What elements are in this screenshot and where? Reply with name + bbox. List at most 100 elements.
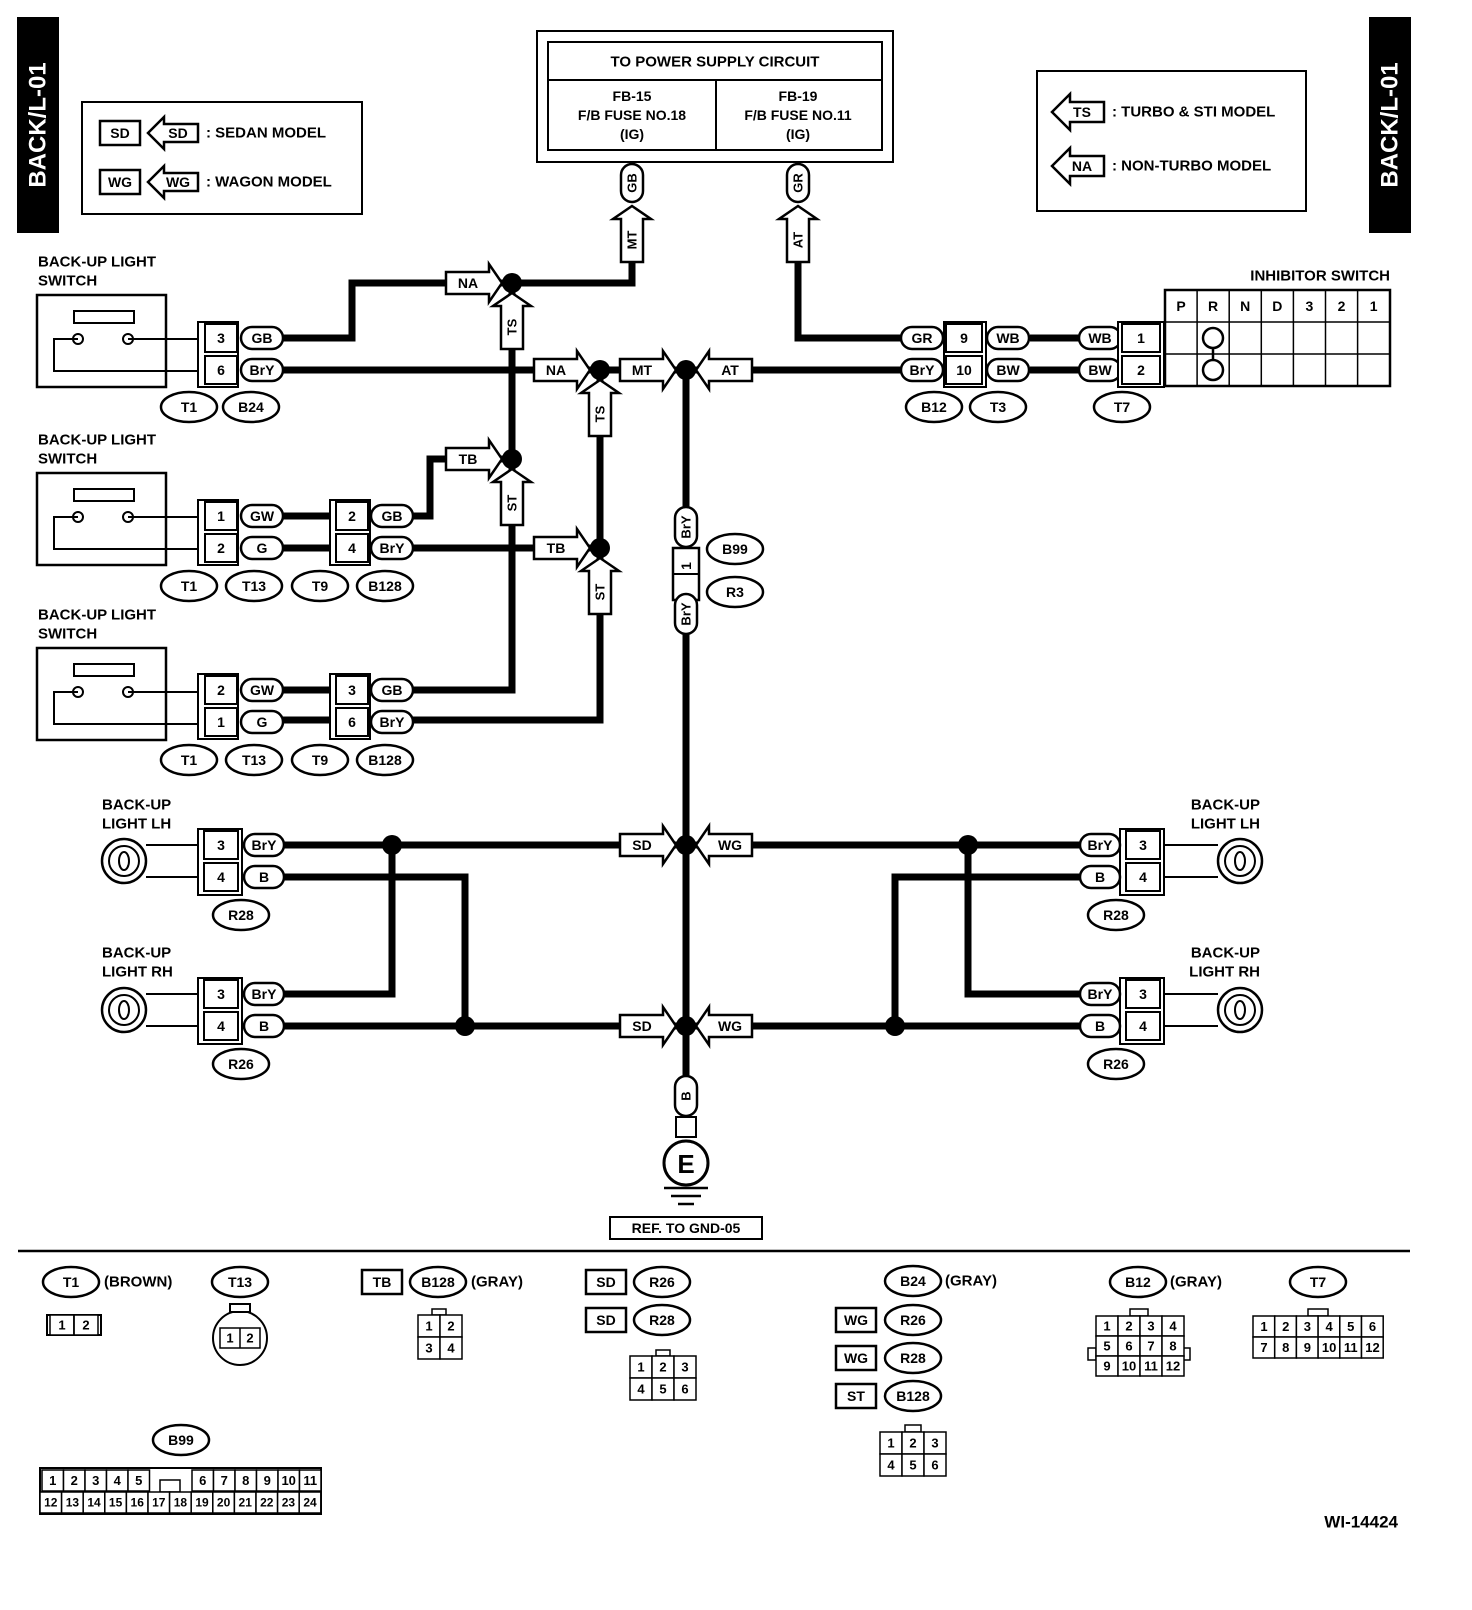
wire-color-tag [673,592,699,636]
pin-number: 6 [348,714,356,730]
junction-dot [885,1016,905,1036]
wire-color: BrY [679,515,694,538]
wire-color: BrY [252,837,278,853]
lamp-filament [1234,1000,1246,1020]
variant-arrow [532,524,592,572]
pin-number: 4 [1139,1018,1147,1034]
variant-arrow [694,821,754,869]
pin-cell [204,355,238,385]
power-supply-fuse: (IG) [786,126,810,142]
connector-id: R26 [228,1056,254,1072]
pin-cell [945,355,983,385]
side-tab-text: BACK/L-01 [25,62,52,187]
wire-color: B [259,1018,269,1034]
junction-dot [455,1016,475,1036]
wire-color: BrY [250,362,276,378]
wire-color-tag [369,677,415,703]
pin-cell [1161,1355,1185,1377]
connector-id: B24 [238,399,264,415]
connector-id-oval [705,532,765,566]
variant-code-box [98,168,142,196]
connector-id: T9 [312,578,329,594]
connector-id-oval [355,743,415,777]
pin-number: 14 [87,1496,101,1510]
wire-color: GB [252,330,273,346]
connector-id-oval [221,390,281,424]
shift-position: N [1240,298,1250,314]
connector-color: (GRAY) [471,1274,523,1291]
wire-color-tag [242,832,286,858]
connector-id-oval [224,569,284,603]
pin-number: 17 [152,1496,166,1510]
connector-id: B128 [421,1274,455,1290]
pin-number: 16 [131,1496,145,1510]
pin-number: 8 [242,1473,249,1488]
pin-number: 6 [217,362,225,378]
pin-number: 5 [659,1382,666,1397]
variant-code: ST [505,495,520,512]
connector-id-oval [41,1265,101,1299]
pin-cell [127,1469,151,1492]
variant-code: AT [791,232,806,248]
wire-color-tag [1078,1013,1122,1039]
pin-number: 1 [637,1360,644,1375]
pin-number: 7 [1260,1340,1267,1355]
connector-id: B12 [921,399,947,415]
connector-id: R26 [900,1312,926,1328]
wire-color: BrY [380,714,406,730]
pin-number: 7 [221,1473,228,1488]
lamp-filament [118,1000,130,1020]
pin-cell [298,1469,322,1492]
connector-id: R28 [900,1350,926,1366]
wire-color: WB [996,330,1019,346]
lamp-label: LIGHT LH [102,816,171,833]
pin-number: 2 [1125,1319,1132,1334]
wire-color: B [1095,869,1105,885]
junction-dot [958,835,978,855]
pin-number: 22 [260,1496,274,1510]
connector-id-oval [632,1303,692,1337]
connector-id: B99 [168,1432,194,1448]
wire-color-tag [1078,981,1122,1007]
pin-cell [945,323,983,353]
shift-position: D [1272,298,1282,314]
pin-number: 4 [447,1341,455,1356]
junction-dot [502,273,522,293]
connector-id-oval [159,390,219,424]
wire-color: GB [382,508,403,524]
switch-contact-bar [73,488,135,502]
variant-code-box [584,1268,628,1296]
ground-ref-box [609,1216,763,1240]
switch-label: SWITCH [38,273,97,290]
pin-number: 3 [92,1473,99,1488]
pin-number: 3 [217,837,225,853]
pin-number: 6 [681,1382,688,1397]
connector-id-oval [968,390,1028,424]
wire [272,873,469,1026]
pin-cell [204,533,238,563]
connector-id-oval [705,575,765,609]
wire-color-tag [1078,832,1122,858]
lamp-label: BACK-UP [102,797,171,814]
pin-number: 10 [1122,1359,1136,1374]
pin-cell [203,830,239,860]
pin-cell [335,501,369,531]
pin-number: 20 [217,1496,231,1510]
contact-circle [1201,326,1225,350]
pin-cell [1121,323,1161,353]
pin-number: 3 [1139,837,1147,853]
variant-code: TB [547,540,566,556]
connector-key [655,1349,671,1357]
pin-number: 2 [1282,1319,1289,1334]
legend-text: : WAGON MODEL [206,174,332,191]
connector-id-oval [159,743,219,777]
variant-arrow [618,821,678,869]
line [53,338,198,372]
connector-key [431,1308,447,1316]
variant-arrow [488,467,536,527]
variant-code-box [834,1306,878,1334]
legend-arrow [1050,90,1106,134]
wire-color-tag [1078,864,1122,890]
wire-color: BrY [1088,837,1114,853]
